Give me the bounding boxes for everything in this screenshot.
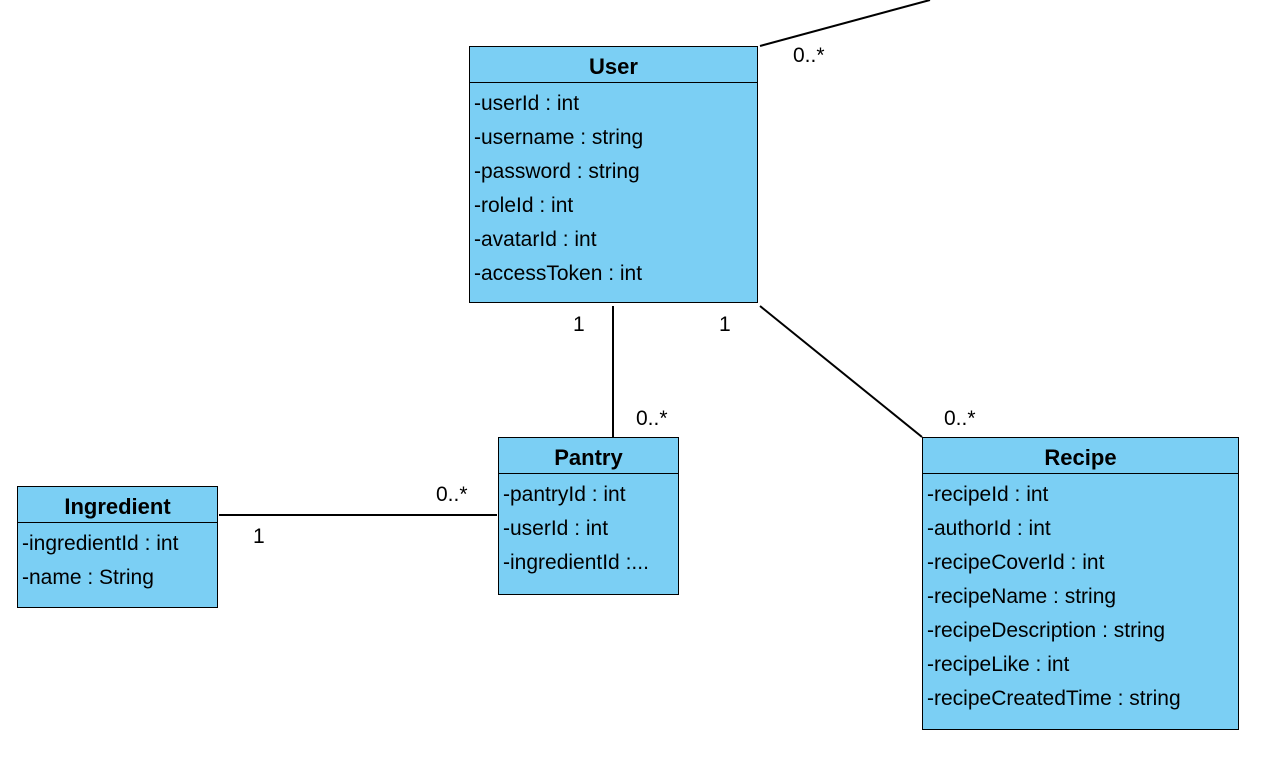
class-recipe-name: Recipe	[923, 438, 1238, 474]
multiplicity-user-pantry-user-end: 1	[573, 313, 585, 336]
class-pantry[interactable]: Pantry -pantryId : int -userId : int -in…	[498, 437, 679, 595]
multiplicity-user-pantry-pantry-end: 0..*	[636, 407, 668, 430]
attribute: -userId : int	[503, 517, 609, 540]
attribute: -name : String	[22, 566, 154, 589]
multiplicity-user-recipe-user-end: 1	[719, 313, 731, 336]
attribute: -accessToken : int	[474, 262, 643, 285]
class-ingredient-attributes: -ingredientId : int -name : String	[18, 523, 217, 595]
attribute: -recipeName : string	[927, 585, 1117, 608]
attribute: -roleId : int	[474, 194, 574, 217]
attribute: -recipeDescription : string	[927, 619, 1166, 642]
class-user[interactable]: User -userId : int -username : string -p…	[469, 46, 758, 303]
class-ingredient-name: Ingredient	[18, 487, 217, 523]
attribute: -ingredientId : int	[22, 532, 179, 555]
attribute: -recipeCoverId : int	[927, 551, 1105, 574]
class-user-attributes: -userId : int -username : string -passwo…	[470, 83, 757, 291]
multiplicity-ingredient-pantry-pantry-end: 0..*	[436, 483, 468, 506]
multiplicity-user-recipe-recipe-end: 0..*	[944, 407, 976, 430]
attribute: -recipeLike : int	[927, 653, 1070, 676]
attribute: -password : string	[474, 160, 640, 183]
class-pantry-attributes: -pantryId : int -userId : int -ingredien…	[499, 474, 678, 580]
attribute: -userId : int	[474, 92, 580, 115]
attribute: -avatarId : int	[474, 228, 597, 251]
association-user-recipe	[759, 305, 923, 438]
multiplicity-user-external: 0..*	[793, 44, 825, 67]
attribute: -username : string	[474, 126, 644, 149]
attribute: -recipeId : int	[927, 483, 1049, 506]
association-user-external	[759, 0, 931, 47]
multiplicity-ingredient-pantry-ingredient-end: 1	[253, 525, 265, 548]
attribute: -authorId : int	[927, 517, 1051, 540]
class-recipe[interactable]: Recipe -recipeId : int -authorId : int -…	[922, 437, 1239, 730]
attribute: -recipeCreatedTime : string	[927, 687, 1181, 710]
attribute: -ingredientId :...	[503, 551, 649, 574]
class-pantry-name: Pantry	[499, 438, 678, 474]
attribute: -pantryId : int	[503, 483, 626, 506]
class-ingredient[interactable]: Ingredient -ingredientId : int -name : S…	[17, 486, 218, 608]
class-recipe-attributes: -recipeId : int -authorId : int -recipeC…	[923, 474, 1238, 716]
class-user-name: User	[470, 47, 757, 83]
